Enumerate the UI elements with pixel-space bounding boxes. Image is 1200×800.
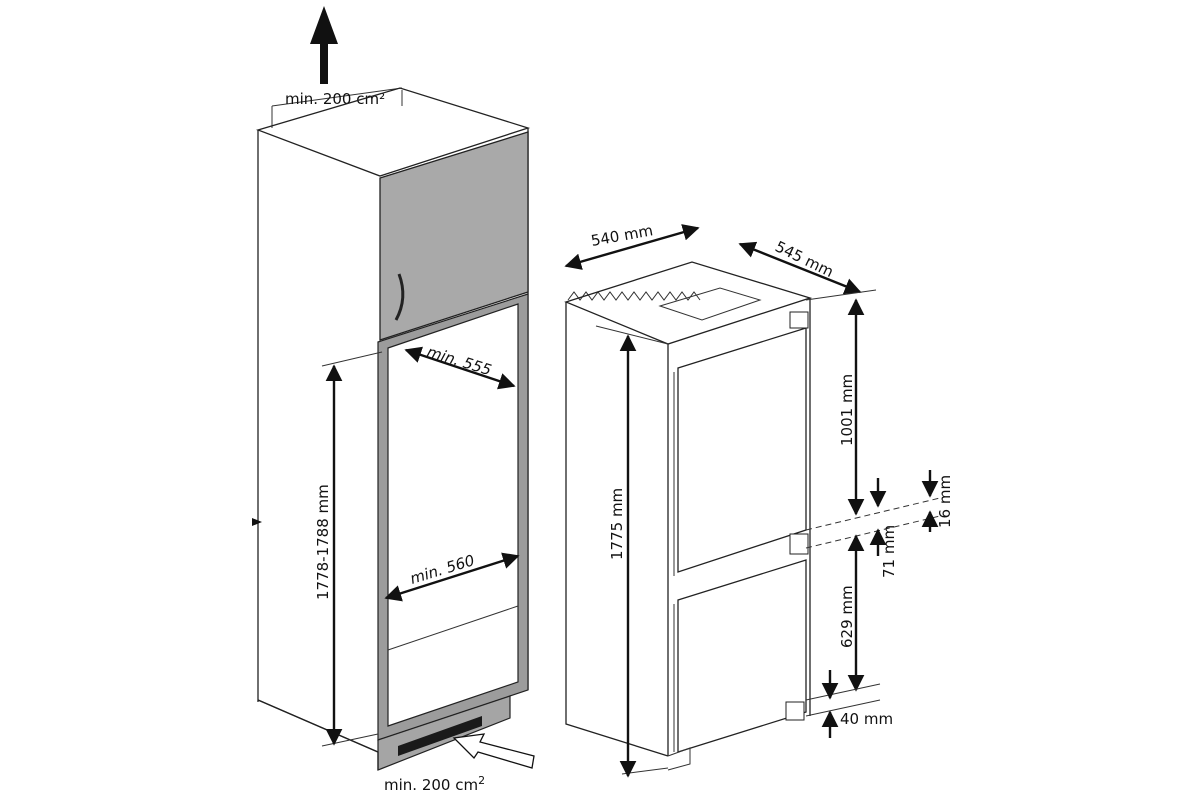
upper-door-label: 1001 mm (838, 374, 856, 446)
appliance-depth-dimension (738, 241, 862, 295)
offset-label: 16 mm (936, 475, 954, 528)
lower-door-label: 629 mm (838, 585, 856, 648)
bottom-vent-arrow-icon (452, 733, 535, 769)
appliance-height-label: 1775 mm (608, 488, 626, 560)
niche-height-label: 1778-1788 mm (314, 484, 332, 600)
top-vent-arrow-icon (310, 6, 338, 84)
appliance-lower-door (677, 559, 807, 753)
appliance-depth-label: 545 mm (772, 237, 836, 281)
bottom-hinge-icon (785, 701, 805, 721)
door-handle-icon (394, 273, 405, 321)
top-vent-label: min. 200 cm² (285, 90, 385, 108)
appliance-width-dimension (564, 224, 700, 270)
gap-label: 71 mm (880, 525, 898, 578)
bottom-label: 40 mm (840, 710, 893, 728)
cabinet-top-door (379, 131, 529, 341)
appliance-upper-door (677, 327, 807, 573)
plinth-vent-slot (398, 716, 482, 756)
niche-width-label: min. 560 (408, 551, 477, 588)
cabinet-drawing: min. 200 cm² min. 200 cm2 min. 555 (252, 6, 535, 794)
niche-depth-label: min. 555 (425, 343, 494, 380)
top-hinge-icon (789, 311, 809, 329)
bottom-vent-label: min. 200 cm2 (384, 774, 485, 794)
niche-depth-dimension (404, 346, 516, 390)
appliance-drawing: 540 mm 545 mm 1775 mm (564, 221, 954, 778)
middle-hinge-icon (789, 533, 809, 555)
appliance-width-label: 540 mm (590, 221, 655, 250)
niche-width-dimension (384, 552, 520, 602)
